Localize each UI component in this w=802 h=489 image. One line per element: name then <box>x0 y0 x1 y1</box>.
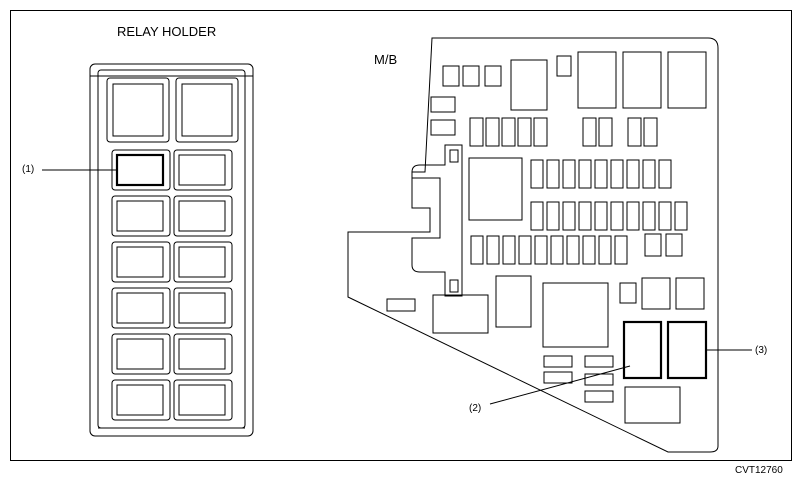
diagram-frame <box>10 10 792 461</box>
main-box-title: M/B <box>374 52 398 67</box>
large-relay-left <box>106 77 170 143</box>
callout-3-label: (3) <box>755 345 768 356</box>
figure-code: CVT12760 <box>735 465 783 476</box>
callout-2-line <box>489 365 631 405</box>
main-box-outline <box>347 37 719 453</box>
relay-holder <box>42 63 254 437</box>
callout-2-label: (2) <box>469 403 482 414</box>
small-relay-grid <box>111 149 233 421</box>
relay-holder-title: RELAY HOLDER <box>117 24 217 39</box>
large-relay-right <box>175 77 239 143</box>
relay-3 <box>666 320 708 380</box>
main-box <box>347 37 752 453</box>
mounting-bracket <box>411 144 463 297</box>
relay-2 <box>622 320 663 380</box>
callout-1-label: (1) <box>22 164 35 175</box>
